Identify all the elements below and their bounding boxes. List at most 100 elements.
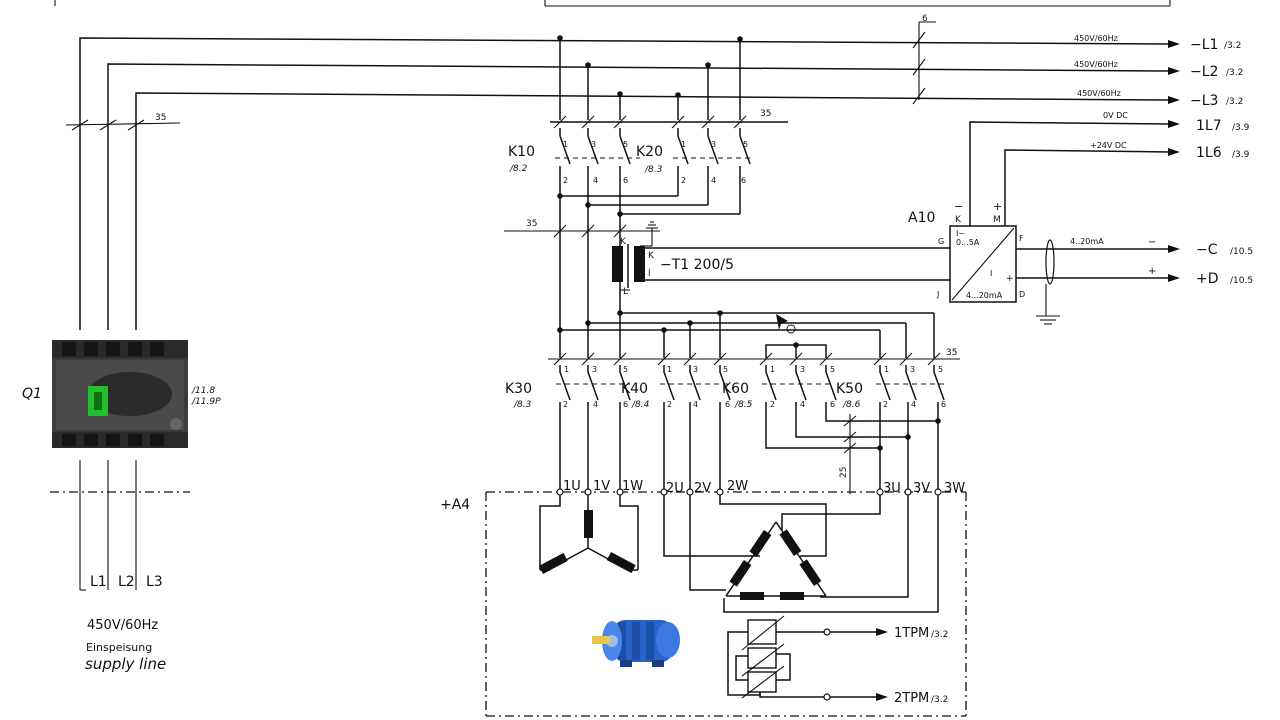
a10-i: I [990, 269, 992, 278]
terminal-1u: 1U [563, 479, 581, 494]
k20-pin-3: 3 [711, 140, 716, 149]
ct-ref-35: 35 [526, 219, 537, 229]
k60-pin-6: 6 [830, 400, 835, 409]
q1-ref1: /11.8 [191, 386, 215, 396]
bus-ref-top: 6 [922, 14, 928, 24]
k50-ref: /8.6 [842, 400, 861, 410]
out-c-page: /10.5 [1230, 247, 1253, 257]
k30-pin-3: 3 [592, 365, 597, 374]
a10-out-label: 4..20mA [1070, 237, 1104, 246]
k10-k20-contact-numbers: 1 3 5 2 4 6 1 3 5 2 4 6 [563, 140, 748, 185]
k30-pin-4: 4 [593, 400, 598, 409]
k10-pin-4: 4 [593, 176, 598, 185]
dc2-ref: 1L6 [1196, 145, 1222, 161]
terminal-2v: 2V [694, 481, 711, 496]
k20-pin-6: 6 [741, 176, 746, 185]
supply-l2-label: L2 [118, 574, 135, 590]
k60-pin-3: 3 [800, 365, 805, 374]
tpm1-page: /3.2 [931, 630, 948, 640]
k30-k50-contacts [556, 365, 945, 494]
k60-label: K60 [722, 381, 749, 397]
k10-label: K10 [508, 144, 535, 160]
terminal-1w: 1W [622, 479, 643, 494]
a10-label: A10 [908, 210, 935, 226]
k40-pin-4: 4 [693, 400, 698, 409]
motor-a4-frame [485, 491, 967, 717]
k50-label: K50 [836, 381, 863, 397]
l2-ref: −L2 [1190, 64, 1218, 80]
a10-in-range-b: 0...5A [956, 238, 980, 247]
ct-k-left: K [620, 237, 627, 247]
dc1-voltage: 0V DC [1103, 111, 1128, 120]
k10-k20-contacts [504, 35, 788, 330]
terminal-1v: 1V [593, 479, 610, 494]
a10-k: K [955, 215, 962, 225]
l1-page: /3.2 [1224, 41, 1241, 51]
a10-g: G [938, 237, 944, 246]
k30-ref: /8.3 [513, 400, 532, 410]
k20-label: K20 [636, 144, 663, 160]
a10-d: D [1019, 290, 1025, 299]
k40-ref: /8.4 [631, 400, 650, 410]
motor-label: +A4 [440, 497, 470, 513]
delta-winding [663, 495, 939, 613]
dc1-ref: 1L7 [1196, 118, 1222, 134]
k40-label: K40 [621, 381, 648, 397]
k30-pin-5: 5 [623, 365, 628, 374]
k30-label: K30 [505, 381, 532, 397]
k30-pin-2: 2 [563, 400, 568, 409]
dc2-page: /3.9 [1232, 150, 1250, 160]
k50-pin-4: 4 [911, 400, 916, 409]
a10-f: F [1019, 234, 1024, 243]
supply-caption-voltage: 450V/60Hz [87, 618, 158, 633]
k30-pin-1: 1 [564, 365, 569, 374]
supply-l1-label: L1 [90, 574, 107, 590]
k10-pin-3: 3 [591, 140, 596, 149]
q1-label: Q1 [22, 386, 42, 402]
tpm1-ref: 1TPM [894, 626, 929, 641]
l2-voltage: 450V/60Hz [1074, 60, 1118, 69]
dc2-voltage: +24V DC [1090, 141, 1127, 150]
dc1-page: /3.9 [1232, 123, 1250, 133]
a10-transducer [949, 120, 1180, 325]
l3-ref: −L3 [1190, 93, 1218, 109]
thermistors [727, 615, 888, 701]
k50-pin-3: 3 [910, 365, 915, 374]
k50-pin-6: 6 [941, 400, 946, 409]
tpm2-page: /3.2 [931, 695, 948, 705]
a10-out-plus-small: + [1006, 274, 1014, 284]
ct-l-left: L [623, 287, 628, 297]
k10-top-ref: 35 [760, 109, 771, 119]
ct-l-right: l [648, 269, 651, 279]
l2-page: /3.2 [1226, 68, 1243, 78]
a10-out-range: 4...20mA [966, 291, 1003, 300]
a10-j: J [936, 290, 939, 299]
a10-out-plus: + [1148, 266, 1156, 277]
k60-ref: /8.5 [734, 400, 753, 410]
out-d-page: /10.5 [1230, 276, 1253, 286]
a10-m: M [993, 215, 1001, 225]
k10-pin-2: 2 [563, 176, 568, 185]
terminal-3v: 3V [913, 481, 930, 496]
k10-pin-5: 5 [623, 140, 628, 149]
k20-pin-5: 5 [743, 140, 748, 149]
out-d-ref: +D [1196, 271, 1219, 287]
k20-pin-4: 4 [711, 176, 716, 185]
lower-bus-ref-35: 35 [946, 348, 957, 358]
l3-voltage: 450V/60Hz [1077, 89, 1121, 98]
a10-minus: − [954, 200, 963, 213]
ct-label: −T1 200/5 [660, 257, 734, 273]
k40-pin-1: 1 [667, 365, 672, 374]
lower-bus [548, 310, 960, 366]
supply-l3-label: L3 [146, 574, 163, 590]
ref-25: 25 [839, 467, 849, 478]
out-c-ref: −C [1196, 242, 1218, 258]
k10-pin-6: 6 [623, 176, 628, 185]
k30-k50-contact-numbers: 1 3 5 2 4 6 1 3 5 2 4 6 1 3 5 2 4 6 1 3 … [563, 365, 946, 409]
terminal-3w: 3W [944, 481, 965, 496]
k50-pin-2: 2 [883, 400, 888, 409]
terminal-2w: 2W [727, 479, 748, 494]
k40-pin-6: 6 [725, 400, 730, 409]
tpm2-ref: 2TPM [894, 691, 929, 706]
